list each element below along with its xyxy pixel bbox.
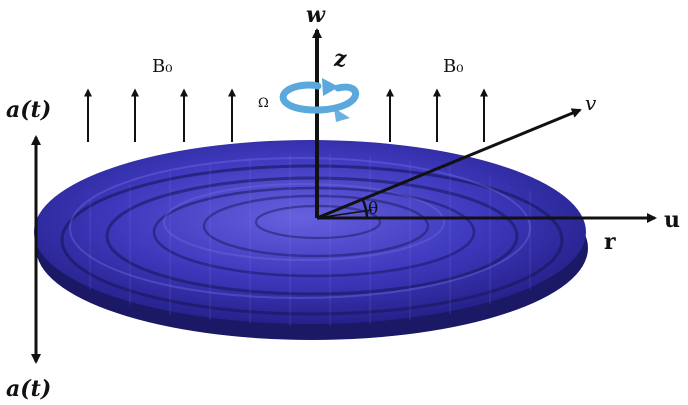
curved-rotation-arrow-icon: [279, 78, 360, 122]
a-of-t-bottom-label: a(t): [6, 376, 51, 402]
theta-label: θ: [368, 199, 378, 219]
v-axis-label: v: [585, 91, 597, 115]
z-axis-label: z: [333, 46, 347, 72]
disk-ripple: [105, 176, 519, 296]
disk-highlight: [163, 183, 445, 261]
r-label: r: [604, 229, 616, 255]
omega-label: Ω: [258, 96, 269, 111]
theta-radial: [316, 209, 373, 219]
v-axis-arrow: [316, 108, 582, 220]
disk-ripple: [152, 186, 476, 278]
disk-surface: [34, 140, 586, 324]
w-axis-label: w: [306, 2, 326, 28]
a-of-t-top-label: a(t): [6, 97, 51, 123]
disk-mesh: [89, 154, 531, 326]
u-axis-label: u: [664, 207, 680, 233]
disk-ripple: [60, 164, 564, 316]
disk: [34, 140, 588, 340]
disk-highlight: [69, 157, 531, 299]
b0-left-label: B₀: [152, 56, 172, 77]
magnetic-field-arrows: [84, 88, 488, 142]
theta-arc: [360, 197, 369, 219]
b0-right-label: B₀: [443, 56, 463, 77]
